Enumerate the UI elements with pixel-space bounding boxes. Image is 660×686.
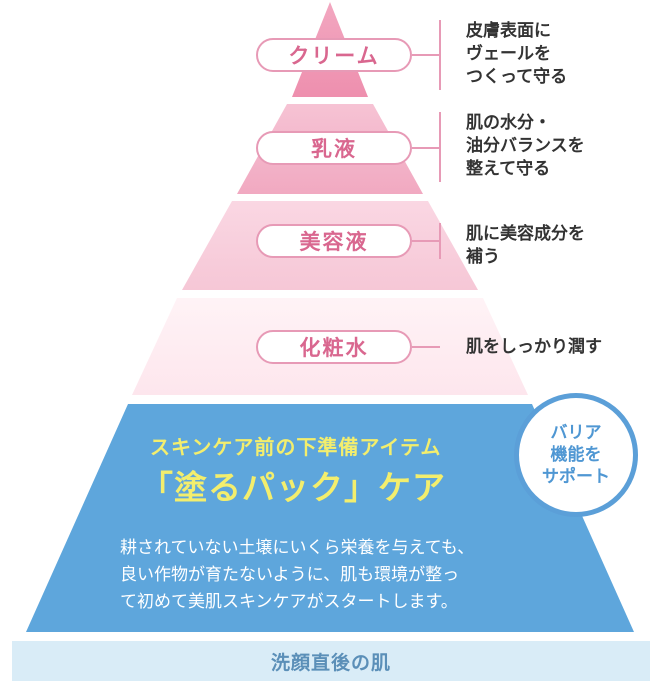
- label-cream: クリーム: [256, 38, 412, 72]
- connector-essence: [412, 223, 441, 259]
- desc-essence: 肌に美容成分を 補う: [466, 224, 585, 267]
- desc-lotion: 肌をしっかり潤す: [466, 337, 602, 357]
- label-lotion: 化粧水: [256, 330, 412, 364]
- foundation-title: 「塗るパック」ケア: [140, 468, 446, 507]
- foundation-body: 耕されていない土壌にいくら栄養を与えても、 良い作物が育たないように、肌も環境が…: [120, 538, 475, 612]
- barrier-badge: バリア 機能を サポート: [514, 393, 638, 517]
- connector-cream: [412, 20, 441, 90]
- desc-cream: 皮膚表面に ヴェールを つくって守る: [466, 21, 568, 87]
- label-essence: 美容液: [256, 224, 412, 258]
- barrier-badge-text: バリア 機能を サポート: [542, 423, 610, 487]
- foundation-trapezoid: [26, 404, 634, 632]
- foundation-subtitle: スキンケア前の下準備アイテム: [150, 435, 442, 459]
- label-milk: 乳液: [256, 131, 412, 165]
- desc-milk: 肌の水分・ 油分バランスを 整えて守る: [466, 113, 585, 179]
- connector-milk: [412, 112, 441, 182]
- base-skin-label: 洗顔直後の肌: [12, 641, 650, 681]
